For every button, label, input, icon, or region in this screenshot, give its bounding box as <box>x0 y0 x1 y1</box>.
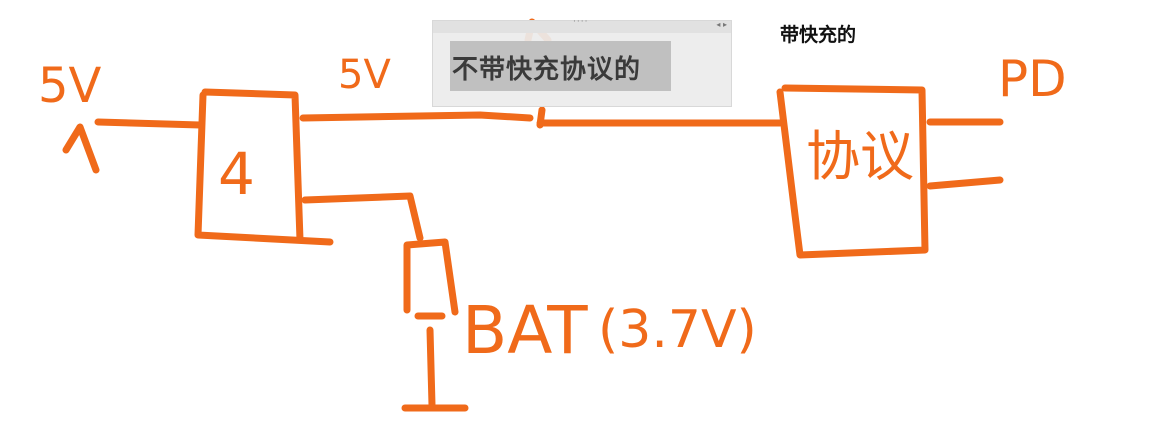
charger-box-label: 4 <box>218 140 255 208</box>
input-wire <box>94 118 204 129</box>
ground-symbol <box>401 326 469 412</box>
battery-voltage-label: (3.7V) <box>598 300 757 360</box>
panel-drag-handle[interactable]: ···· ◂ ▸ <box>433 17 731 33</box>
bus-wire <box>299 106 784 129</box>
note-text: 带快充的 <box>780 24 857 46</box>
grip-icon[interactable]: ···· <box>573 17 589 27</box>
highlighted-text-box: 不带快充协议的 <box>450 41 671 91</box>
input-voltage-label: 5V <box>38 58 102 114</box>
highlighted-text: 不带快充协议的 <box>452 55 642 85</box>
battery-wire <box>301 192 424 242</box>
pd-label: PD <box>998 50 1067 108</box>
output-wire-2 <box>926 176 1004 190</box>
bus-voltage-label: 5V <box>338 52 391 98</box>
battery-symbol <box>403 238 459 320</box>
battery-label: BAT <box>462 292 588 369</box>
nav-arrows-icon[interactable]: ◂ ▸ <box>716 20 727 29</box>
charger-box <box>194 88 334 246</box>
floating-panel[interactable]: ···· ◂ ▸ 不带快充协议的 <box>432 17 732 107</box>
input-arrow <box>62 123 100 174</box>
protocol-box <box>776 84 929 259</box>
protocol-box-label: 协议 <box>806 125 914 188</box>
